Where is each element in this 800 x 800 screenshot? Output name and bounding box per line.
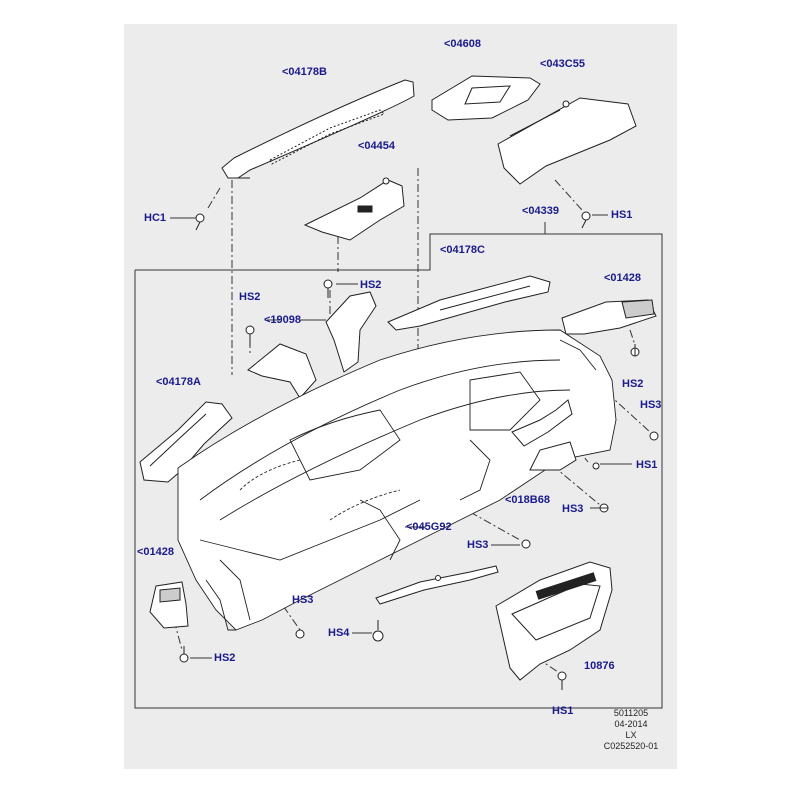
label-hs2-left: HS2 <box>239 291 261 303</box>
console-10876 <box>495 561 613 681</box>
cover-04608 <box>431 75 541 121</box>
label-hs3-left: HS3 <box>292 594 314 606</box>
label-hs1-right: HS1 <box>636 459 658 471</box>
label-10876: 10876 <box>584 660 615 672</box>
stamp-line-1: 5011205 <box>613 708 649 718</box>
label-01428-right: <01428 <box>604 272 642 284</box>
vent-01428-left <box>149 581 189 629</box>
stamp-line-2: 04-2014 <box>614 719 648 729</box>
side-trim-04178A <box>139 401 233 483</box>
beam-045G92 <box>375 565 499 605</box>
group-bracket-lines <box>134 222 663 709</box>
label-04454: <04454 <box>358 140 396 152</box>
label-hs2-center: HS2 <box>360 279 382 291</box>
label-04178A: <04178A <box>156 376 201 388</box>
label-043C55: <043C55 <box>540 58 585 70</box>
label-connectors <box>170 214 632 659</box>
label-hc1: HC1 <box>144 212 167 224</box>
label-hs1-top: HS1 <box>611 209 633 221</box>
upper-pad-04178B <box>221 79 415 179</box>
bracket-018B68 <box>511 399 577 471</box>
fasteners <box>179 211 659 690</box>
label-hs2-right: HS2 <box>622 378 644 390</box>
label-hs3-right-top: HS3 <box>640 399 662 411</box>
reference-stamp: 5011205 04-2014 LX C0252520-01 <box>598 708 664 752</box>
label-hs3-center: HS3 <box>467 539 489 551</box>
label-hs3-right-mid: HS3 <box>562 503 584 515</box>
stamp-line-3: LX <box>625 730 637 740</box>
label-045G92: <045G92 <box>406 521 452 533</box>
trim-04178C <box>387 275 551 331</box>
label-04178B: <04178B <box>282 66 327 78</box>
vent-01428-right <box>561 299 657 335</box>
label-19098: <19098 <box>264 314 302 326</box>
label-01428-left: <01428 <box>137 546 175 558</box>
label-hs1-bottom: HS1 <box>552 705 574 717</box>
label-hs4: HS4 <box>328 627 350 639</box>
bracket-04454 <box>303 177 405 241</box>
label-018B68: <018B68 <box>505 494 550 506</box>
label-hs2-bottom: HS2 <box>214 652 236 664</box>
stamp-line-4: C0252520-01 <box>603 741 659 751</box>
label-04608: <04608 <box>444 38 482 50</box>
dashboard-frame <box>177 329 617 631</box>
duct-19098 <box>247 291 377 399</box>
cover-043C55 <box>497 97 637 185</box>
label-04339: <04339 <box>522 205 560 217</box>
label-04178C: <04178C <box>440 244 485 256</box>
